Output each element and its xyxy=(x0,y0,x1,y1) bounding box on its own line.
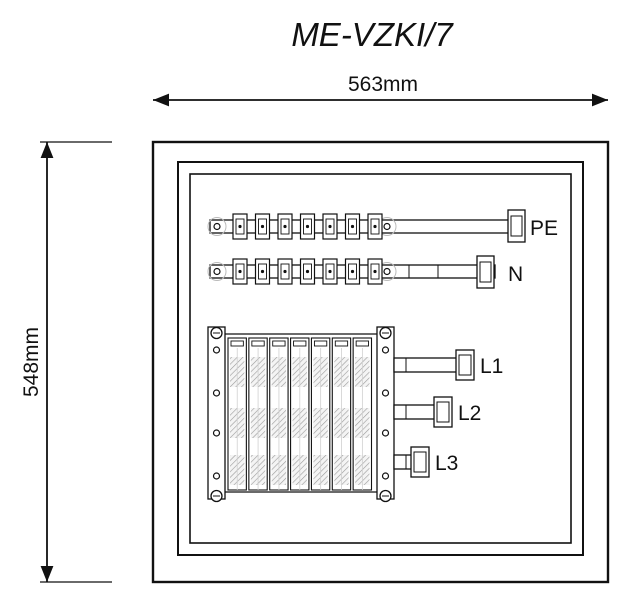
n-label: N xyxy=(508,263,523,286)
phase-connector-2: L2 xyxy=(393,396,481,428)
height-label: 548mm xyxy=(20,327,43,397)
phase-label: L1 xyxy=(480,355,503,378)
pe-terminal xyxy=(254,213,271,240)
rail-hole xyxy=(212,346,221,354)
n-terminal xyxy=(254,258,271,285)
n-terminal xyxy=(232,258,248,285)
phase-connector-1: L1 xyxy=(393,349,503,381)
n-terminal xyxy=(277,258,293,285)
pe-terminal xyxy=(344,213,361,240)
rail-hole xyxy=(212,389,221,397)
n-terminal xyxy=(367,258,383,285)
width-label: 563mm xyxy=(348,73,418,96)
pe-terminal xyxy=(322,213,338,240)
distribution-module xyxy=(331,337,352,491)
distribution-module xyxy=(248,337,268,491)
rail-hole xyxy=(381,389,390,397)
diagram-title: ME-VZKI/7 xyxy=(291,16,454,53)
enclosure-inner-frame xyxy=(177,161,584,556)
pe-terminal xyxy=(277,213,293,240)
distribution-module xyxy=(227,337,247,491)
rail-hole xyxy=(381,472,390,480)
n-terminal-group xyxy=(207,258,397,285)
enclosure-outer-frame xyxy=(151,140,610,584)
pe-terminal xyxy=(299,213,316,240)
distribution-module xyxy=(269,337,289,491)
n-terminal xyxy=(322,258,338,285)
rail-hole xyxy=(212,429,221,437)
distribution-block xyxy=(207,326,395,503)
pe-end-hole xyxy=(383,222,391,231)
phase-connector-3: L3 xyxy=(393,446,458,478)
n-terminal xyxy=(344,258,361,285)
pe-end-ring xyxy=(207,217,227,236)
n-end-hole xyxy=(213,267,221,276)
pe-busbar: PE xyxy=(207,209,558,243)
n-end-ring xyxy=(207,262,227,281)
n-busbar: N xyxy=(207,255,523,289)
pe-end-hole xyxy=(213,222,221,231)
n-terminal xyxy=(299,258,316,285)
distribution-module xyxy=(290,337,310,491)
n-end-hole xyxy=(383,267,391,276)
rail-hole xyxy=(212,472,221,480)
pe-terminal-group xyxy=(207,213,397,240)
pe-terminal xyxy=(232,213,248,240)
pe-label: PE xyxy=(530,217,558,240)
height-dimension: 548mm xyxy=(20,141,112,583)
rail-hole xyxy=(381,346,390,354)
rail-holes xyxy=(210,326,392,503)
rail-hole xyxy=(381,429,390,437)
module-group xyxy=(227,337,373,491)
distribution-module xyxy=(352,337,373,491)
width-dimension: 563mm xyxy=(153,73,608,107)
pe-terminal xyxy=(367,213,383,240)
distribution-module xyxy=(310,337,331,491)
mounting-plate xyxy=(189,173,572,544)
phase-label: L3 xyxy=(435,452,458,475)
phase-label: L2 xyxy=(458,402,481,425)
